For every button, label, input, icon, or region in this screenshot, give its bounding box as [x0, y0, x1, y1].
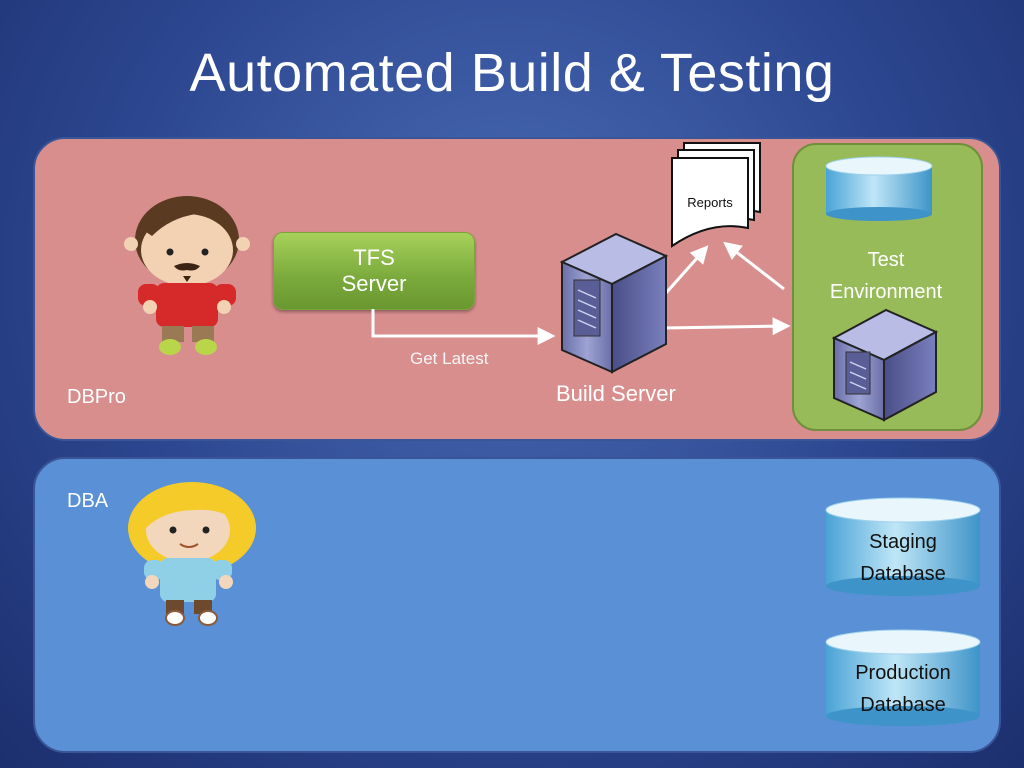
tfs-server-line1: TFS	[353, 245, 395, 270]
staging-database-icon	[825, 497, 981, 596]
test-database-icon	[825, 156, 933, 221]
tfs-server-box: TFS Server	[273, 232, 475, 310]
build-server-icon	[559, 232, 669, 374]
production-database-line1: Production	[855, 662, 951, 684]
reports-label: Reports	[687, 195, 733, 210]
get-latest-label: Get Latest	[410, 349, 489, 368]
dba-label: DBA	[67, 490, 109, 512]
testenv-to-reports-arrow	[723, 241, 785, 291]
test-environment-line2: Environment	[829, 281, 943, 303]
developer-character-icon	[124, 196, 250, 355]
dba-character-icon	[128, 482, 256, 626]
build-to-reports-arrow	[664, 245, 709, 294]
test-environment-label: Test Environment	[795, 244, 977, 308]
slide-title: Automated Build & Testing	[189, 43, 835, 103]
build-server-label: Build Server	[556, 381, 676, 406]
get-latest-arrow	[371, 309, 556, 345]
production-database-icon	[825, 629, 981, 726]
production-database-label: Production Database	[826, 657, 980, 721]
build-to-testenv-arrow	[663, 317, 791, 336]
staging-database-line2: Database	[860, 563, 946, 585]
tfs-server-line2: Server	[341, 271, 407, 296]
dbpro-label: DBPro	[67, 386, 126, 408]
production-database-line2: Database	[860, 694, 946, 716]
staging-database-line1: Staging	[869, 531, 937, 553]
test-environment-line1: Test	[867, 249, 905, 271]
reports-document-icon	[671, 142, 761, 248]
test-server-icon	[831, 308, 939, 422]
staging-database-label: Staging Database	[826, 526, 980, 590]
